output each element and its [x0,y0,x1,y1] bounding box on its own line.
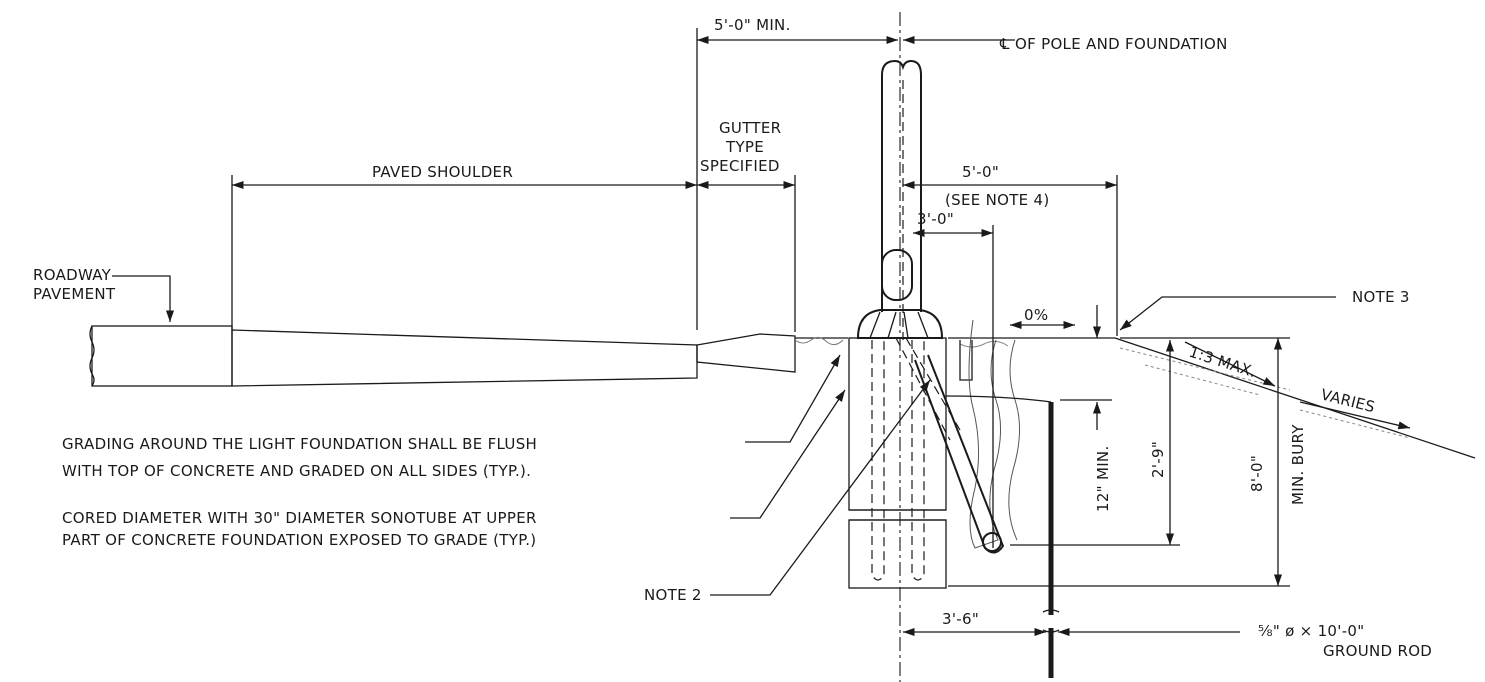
conduit-sleeves [871,337,961,581]
cored-note-line-1: CORED DIAMETER WITH 30" DIAMETER SONOTUB… [62,509,537,527]
note-2-label: NOTE 2 [644,586,702,604]
cored-note-line-2: PART OF CONCRETE FOUNDATION EXPOSED TO G… [62,531,536,549]
roadway-pavement [89,325,233,387]
gutter-label-3: SPECIFIED [700,157,780,175]
slope-label: 1:3 MAX. [1187,343,1259,382]
paved-shoulder-section [231,329,698,387]
paved-shoulder-label: PAVED SHOULDER [372,163,513,181]
dim-3ft6-label: 3'-6" [942,610,979,628]
conduit-sweep [914,354,1005,554]
note-3-label: NOTE 3 [1352,288,1410,306]
gutter-label-1: GUTTER [719,119,781,137]
centerline-label: ℄ OF POLE AND FOUNDATION [999,35,1228,53]
ground-rod-label-2: GROUND ROD [1323,642,1432,660]
grading-note-line-1: GRADING AROUND THE LIGHT FOUNDATION SHAL… [62,435,537,453]
roadway-label-1: ROADWAY [33,266,112,284]
roadway-label-2: PAVEMENT [33,285,116,303]
grading-note-line-2: WITH TOP OF CONCRETE AND GRADED ON ALL S… [62,462,531,480]
min-bury-label: MIN. BURY [1289,424,1307,505]
gutter-section [696,333,796,373]
grade-line [794,336,1476,459]
ground-rod-label-1: ⅝" ø × 10'-0" [1258,622,1364,640]
concrete-foundation [848,337,947,589]
dim-2ft9-label: 2'-9" [1149,441,1167,478]
zero-percent-label: 0% [1024,306,1048,324]
see-note-4-label: (SEE NOTE 4) [945,191,1050,209]
light-pole [881,59,922,340]
dim-5ft-label: 5'-0" [962,163,999,181]
varies-label: VARIES [1319,385,1377,416]
pull-box-trench [959,319,1021,549]
dim-12in-label: 12" MIN. [1094,445,1112,512]
ground-rod [945,395,1060,678]
min-5ft-label: 5'-0" MIN. [714,16,791,34]
min-bury-ft-label: 8'-0" [1248,455,1266,492]
gutter-label-2: TYPE [725,138,764,156]
dim-3ft-label: 3'-0" [917,210,954,228]
